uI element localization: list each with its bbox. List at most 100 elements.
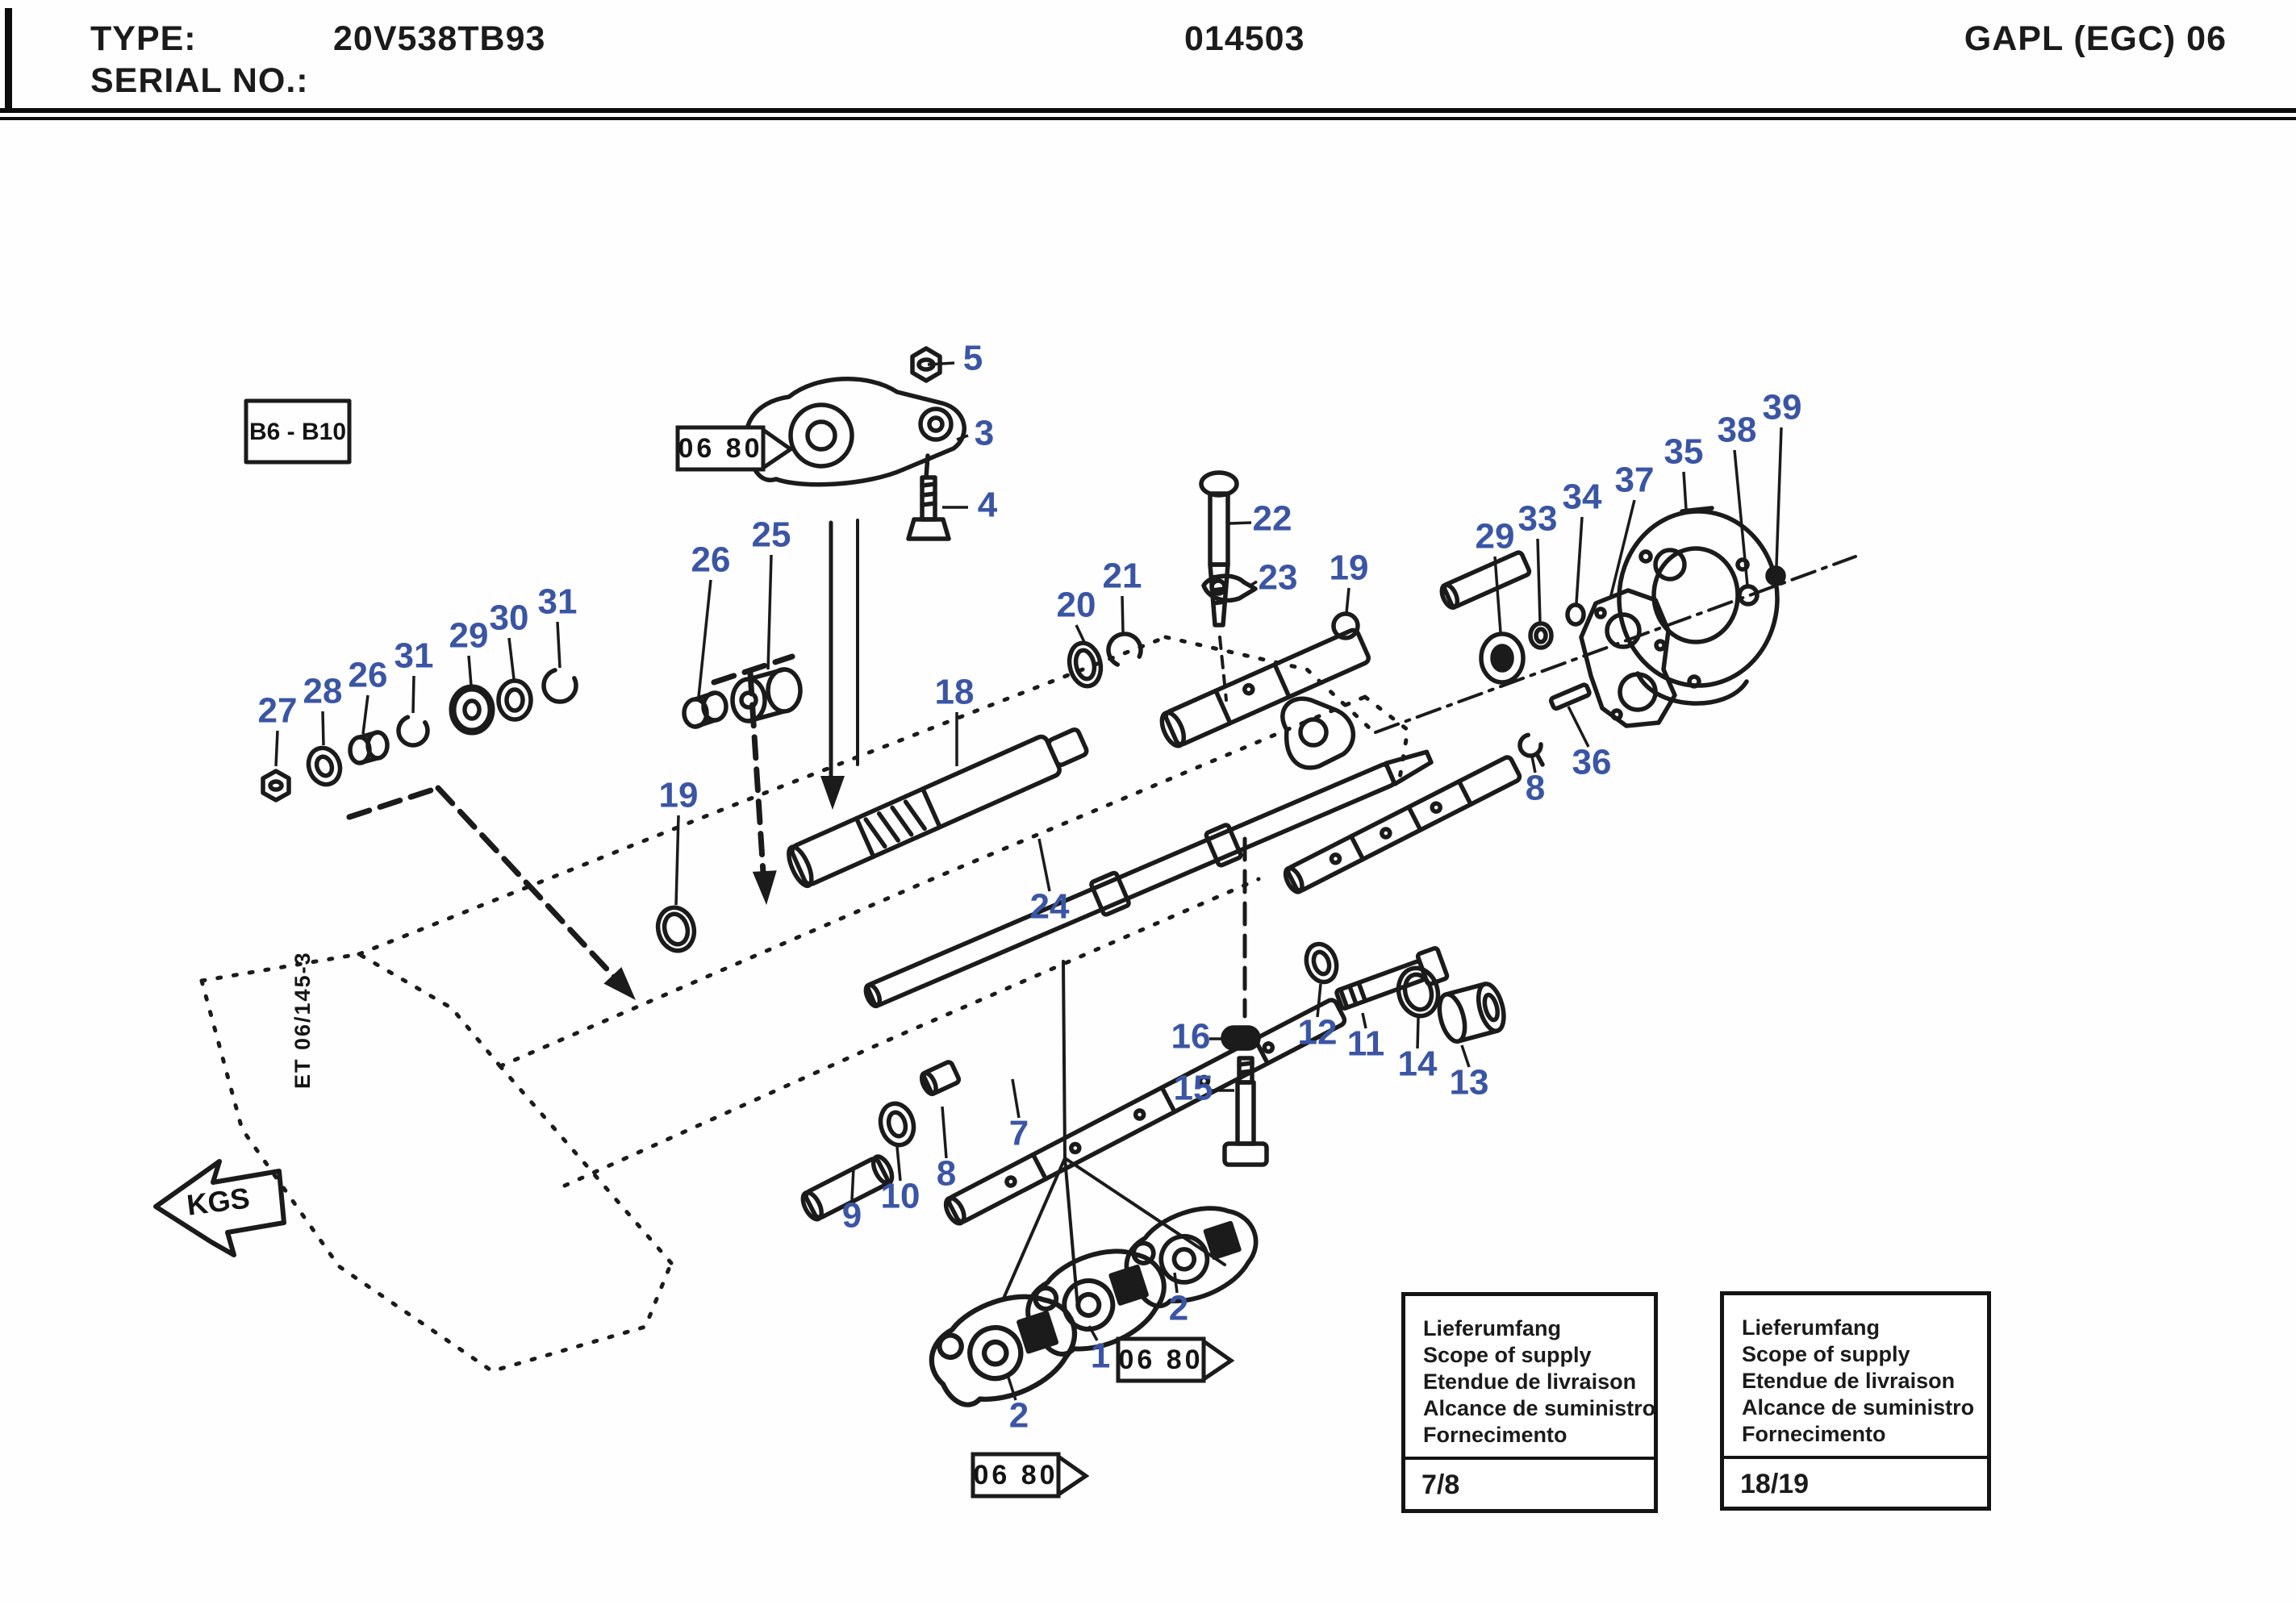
callout-35: 35	[1664, 432, 1704, 472]
leader-line	[1361, 1012, 1367, 1029]
leader-line	[1733, 449, 1749, 586]
supply-line: Etendue de livraison	[1742, 1369, 1956, 1393]
o-ring-part	[1067, 640, 1104, 689]
o-ring-part	[655, 905, 697, 953]
flow-tag-06-80: 06 80	[1116, 1336, 1235, 1383]
leader-line	[927, 361, 955, 366]
supply-line: Scope of supply	[1742, 1342, 1910, 1366]
callout-31: 31	[394, 636, 434, 676]
supply-line: Etendue de livraison	[1423, 1369, 1637, 1394]
leader-line	[507, 637, 516, 680]
supply-pages: 18/19	[1724, 1456, 1987, 1508]
bush-part	[682, 690, 728, 729]
leader-line	[1575, 516, 1584, 604]
shaft-18-part	[787, 727, 1089, 889]
end-cover-part	[1617, 506, 1780, 706]
ring-part	[1565, 602, 1586, 627]
callout-4: 4	[978, 486, 998, 525]
callout-23: 23	[1259, 558, 1298, 598]
leader-line	[1037, 838, 1051, 892]
rocker-arm-part	[744, 376, 966, 487]
header-rule-top	[0, 108, 2296, 113]
callout-25: 25	[752, 515, 791, 555]
callout-18: 18	[935, 673, 975, 712]
callout-7: 7	[1009, 1114, 1029, 1153]
sheet-ref: ET 06/145-3	[290, 951, 315, 1089]
kgs-label: KGS	[185, 1181, 251, 1221]
bush-and-ring-set	[261, 667, 578, 802]
clamp-part	[1201, 573, 1258, 603]
seal-ring-part	[1396, 965, 1441, 1019]
range-ref-label: B6 - B10	[249, 419, 346, 445]
kgs-arrow: KGS	[153, 1159, 286, 1257]
washer-part	[878, 1101, 916, 1148]
callout-30: 30	[490, 598, 529, 638]
leader-line	[274, 730, 279, 767]
engine-block-outline	[199, 635, 1410, 1374]
callout-26: 26	[691, 540, 731, 580]
flow-tags: 06 80 06 80 06 80	[675, 425, 1235, 1499]
range-ref-box: B6 - B10	[244, 398, 352, 465]
leader-line	[1011, 1078, 1021, 1119]
supply-line: Scope of supply	[1423, 1343, 1592, 1367]
type-value: 20V538TB93	[333, 19, 546, 58]
callout-19: 19	[1330, 548, 1369, 588]
bolt-part	[1222, 1056, 1269, 1167]
callout-9: 9	[842, 1196, 862, 1236]
ring-part	[1528, 621, 1554, 650]
support-bracket-part	[1280, 696, 1356, 770]
leader-line	[1775, 427, 1783, 567]
leader-line	[766, 554, 773, 670]
callout-31: 31	[538, 582, 578, 622]
leader-line	[941, 1106, 948, 1159]
leader-line	[1345, 587, 1350, 614]
serial-label: SERIAL NO.:	[90, 61, 309, 100]
leader-line	[1007, 1377, 1017, 1401]
leader-line	[411, 675, 415, 714]
callout-24: 24	[1030, 887, 1070, 927]
flow-tag-06-80: 06 80	[971, 1452, 1090, 1499]
sleeve-part	[800, 1154, 895, 1222]
leader-line	[1460, 1044, 1471, 1068]
washer-part	[1304, 941, 1339, 985]
callout-33: 33	[1518, 499, 1558, 539]
scan-artifact	[5, 8, 12, 111]
arrowhead	[603, 967, 636, 1000]
leader-line	[674, 815, 680, 906]
callout-28: 28	[303, 672, 343, 711]
callout-19: 19	[659, 776, 699, 815]
callout-13: 13	[1450, 1063, 1489, 1103]
leader-line	[1682, 471, 1688, 511]
callout-26: 26	[349, 656, 388, 695]
leader-line	[697, 579, 712, 698]
scope-of-supply-box: Lieferumfang Scope of supply Etendue de …	[1401, 1292, 1658, 1513]
flow-tag-06-80: 06 80	[675, 425, 795, 472]
header-rule-bottom	[0, 117, 2296, 120]
callout-21: 21	[1103, 557, 1142, 596]
supply-line: Fornecimento	[1423, 1423, 1568, 1447]
callout-29: 29	[1476, 517, 1515, 557]
bearing-part	[1479, 632, 1526, 685]
supply-line: Alcance de suministro	[1423, 1396, 1656, 1420]
flow-tag-arrowhead	[1056, 1453, 1090, 1499]
leader-line	[1121, 595, 1125, 633]
callout-12: 12	[1298, 1013, 1338, 1053]
rocker-shaft-part	[943, 998, 1347, 1226]
callout-2: 2	[1169, 1289, 1188, 1328]
callout-37: 37	[1615, 461, 1655, 500]
callout-16: 16	[1171, 1017, 1211, 1057]
leader-line	[1530, 756, 1537, 773]
callout-3: 3	[975, 414, 994, 453]
ball-part	[1765, 565, 1786, 586]
type-label: TYPE:	[90, 19, 197, 58]
flow-tag-label: 06 80	[973, 1460, 1058, 1490]
arrowhead	[752, 870, 777, 905]
flow-tag-label: 06 80	[678, 433, 762, 464]
flow-tag-arrowhead	[1201, 1337, 1235, 1383]
arrowhead	[820, 776, 845, 810]
nut-part	[1737, 584, 1760, 607]
leader-line	[321, 711, 325, 746]
callout-38: 38	[1718, 411, 1757, 450]
callout-2: 2	[1009, 1396, 1029, 1436]
